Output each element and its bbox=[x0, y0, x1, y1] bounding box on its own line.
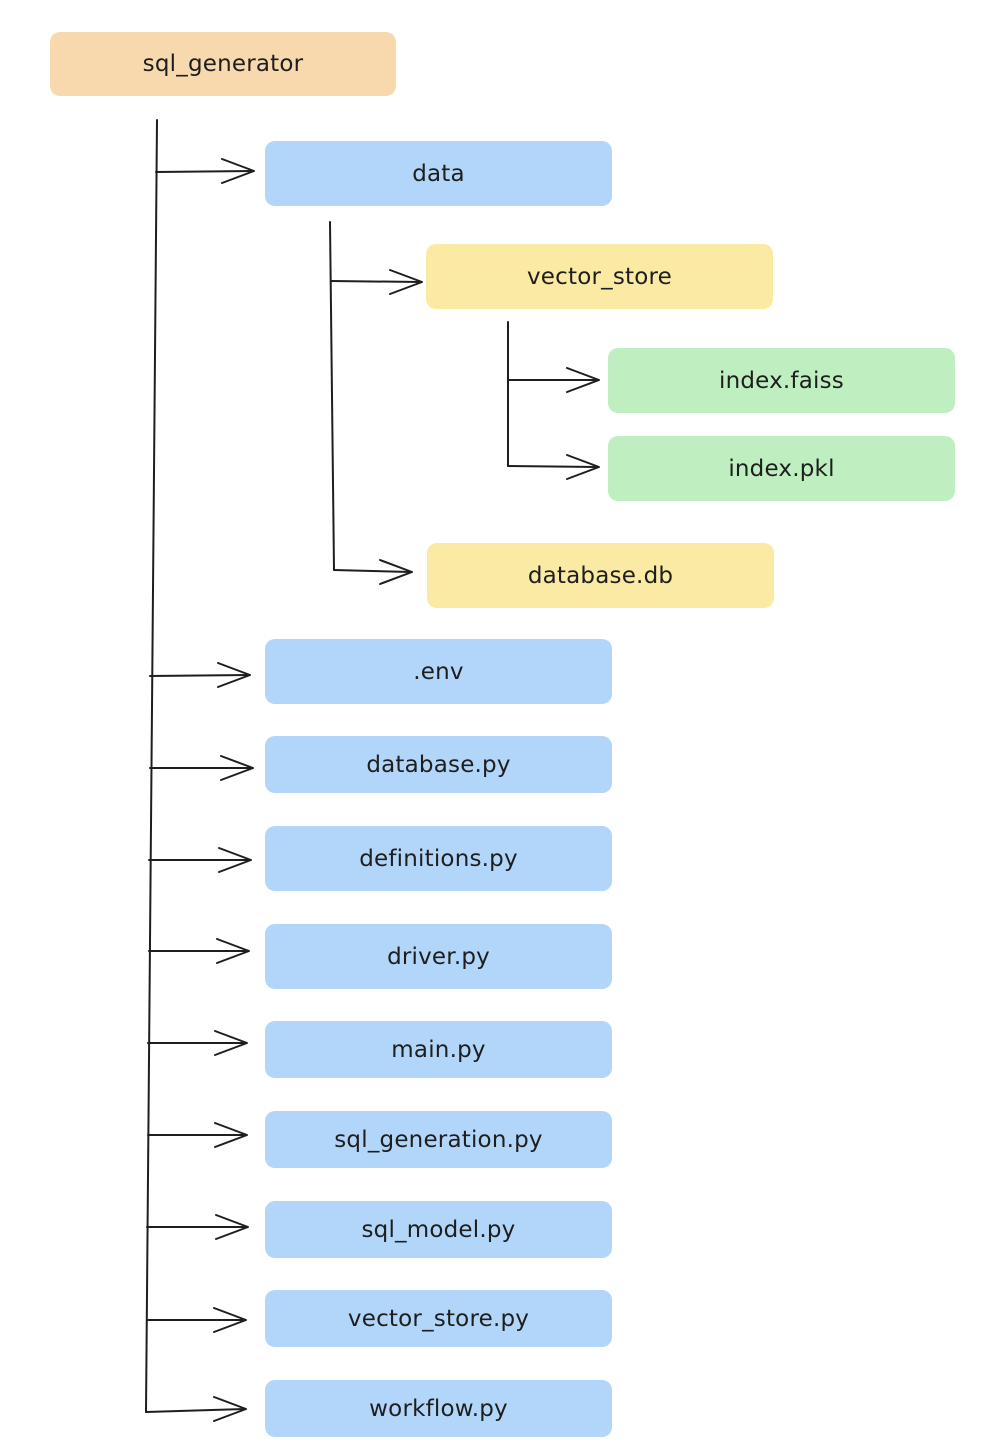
arrowhead-main-py bbox=[214, 1030, 248, 1056]
arrowhead-database-py bbox=[220, 755, 254, 781]
arrow-to-database-db bbox=[333, 569, 412, 573]
node-env: .env bbox=[265, 639, 612, 704]
arrowhead-vector-store bbox=[389, 269, 423, 295]
root-trunk-line bbox=[145, 119, 158, 1413]
node-sql-generator: sql_generator bbox=[50, 32, 396, 96]
arrowhead-data bbox=[221, 158, 255, 184]
arrow-to-env bbox=[149, 674, 250, 677]
node-data: data bbox=[265, 141, 612, 206]
arrowhead-database-db bbox=[379, 559, 413, 585]
node-label: sql_generation.py bbox=[334, 1126, 543, 1153]
arrowhead-sql-generation-py bbox=[214, 1122, 248, 1148]
node-label: database.db bbox=[527, 562, 674, 589]
node-database-db: database.db bbox=[427, 543, 774, 608]
arrowhead-env bbox=[217, 662, 251, 688]
node-main-py: main.py bbox=[265, 1021, 612, 1078]
arrowhead-vector-store-py bbox=[213, 1307, 247, 1333]
node-label: index.faiss bbox=[719, 367, 844, 394]
arrowhead-index-faiss bbox=[566, 367, 600, 393]
arrow-to-vector-store bbox=[330, 280, 422, 283]
node-sql-model-py: sql_model.py bbox=[265, 1201, 612, 1258]
node-label: data bbox=[412, 160, 465, 187]
arrowhead-definitions-py bbox=[218, 847, 252, 873]
node-label: index.pkl bbox=[728, 455, 835, 482]
node-vector-store-py: vector_store.py bbox=[265, 1290, 612, 1347]
node-label: sql_model.py bbox=[361, 1216, 516, 1243]
node-label: sql_generator bbox=[142, 51, 304, 77]
arrowhead-driver-py bbox=[216, 938, 250, 964]
node-database-py: database.py bbox=[265, 736, 612, 793]
node-label: vector_store bbox=[526, 263, 673, 290]
node-vector-store: vector_store bbox=[426, 244, 773, 309]
arrowhead-sql-model-py bbox=[215, 1214, 249, 1240]
node-label: vector_store.py bbox=[347, 1305, 530, 1332]
node-driver-py: driver.py bbox=[265, 924, 612, 989]
arrow-to-index-pkl bbox=[507, 465, 599, 468]
node-sql-generation-py: sql_generation.py bbox=[265, 1111, 612, 1168]
node-label: driver.py bbox=[387, 943, 490, 970]
node-index-pkl: index.pkl bbox=[608, 436, 955, 501]
node-label: .env bbox=[413, 658, 464, 685]
node-label: definitions.py bbox=[359, 845, 518, 872]
node-label: workflow.py bbox=[369, 1395, 508, 1422]
arrow-to-workflow-py bbox=[145, 1408, 246, 1413]
node-label: main.py bbox=[391, 1036, 486, 1063]
node-index-faiss: index.faiss bbox=[608, 348, 955, 413]
arrow-to-data bbox=[155, 170, 254, 173]
arrowhead-index-pkl bbox=[566, 454, 600, 480]
node-label: database.py bbox=[366, 751, 511, 778]
arrowhead-workflow-py bbox=[213, 1396, 247, 1422]
data-trunk-line bbox=[329, 221, 335, 571]
node-workflow-py: workflow.py bbox=[265, 1380, 612, 1437]
node-definitions-py: definitions.py bbox=[265, 826, 612, 891]
